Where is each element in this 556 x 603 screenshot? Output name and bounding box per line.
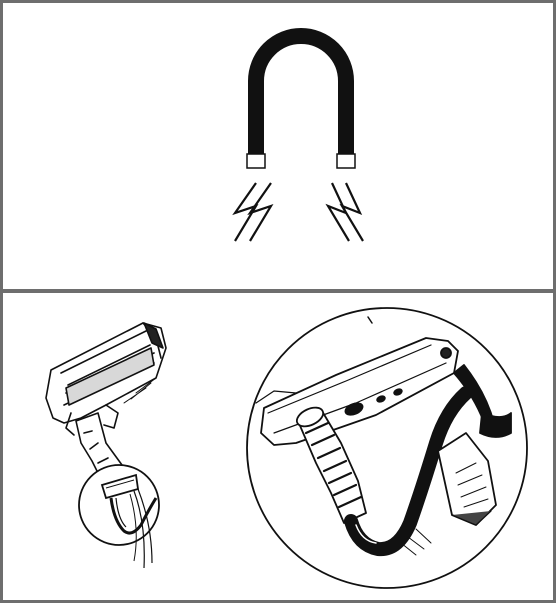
magnet-pole-right xyxy=(337,154,355,168)
lightning-right-icon xyxy=(328,183,363,241)
magnet-icon xyxy=(6,6,556,289)
large-magnifier-circle xyxy=(247,308,527,588)
lightning-left-icon xyxy=(235,183,271,241)
magnet-pole-left xyxy=(247,154,265,168)
magnet-body xyxy=(256,36,346,156)
small-magnifier-circle xyxy=(79,465,159,568)
handheld-scanner-illustration xyxy=(46,323,166,489)
scanner-panel xyxy=(6,293,556,603)
scanner-cable-illustration xyxy=(6,293,556,603)
magnet-panel xyxy=(6,6,556,289)
